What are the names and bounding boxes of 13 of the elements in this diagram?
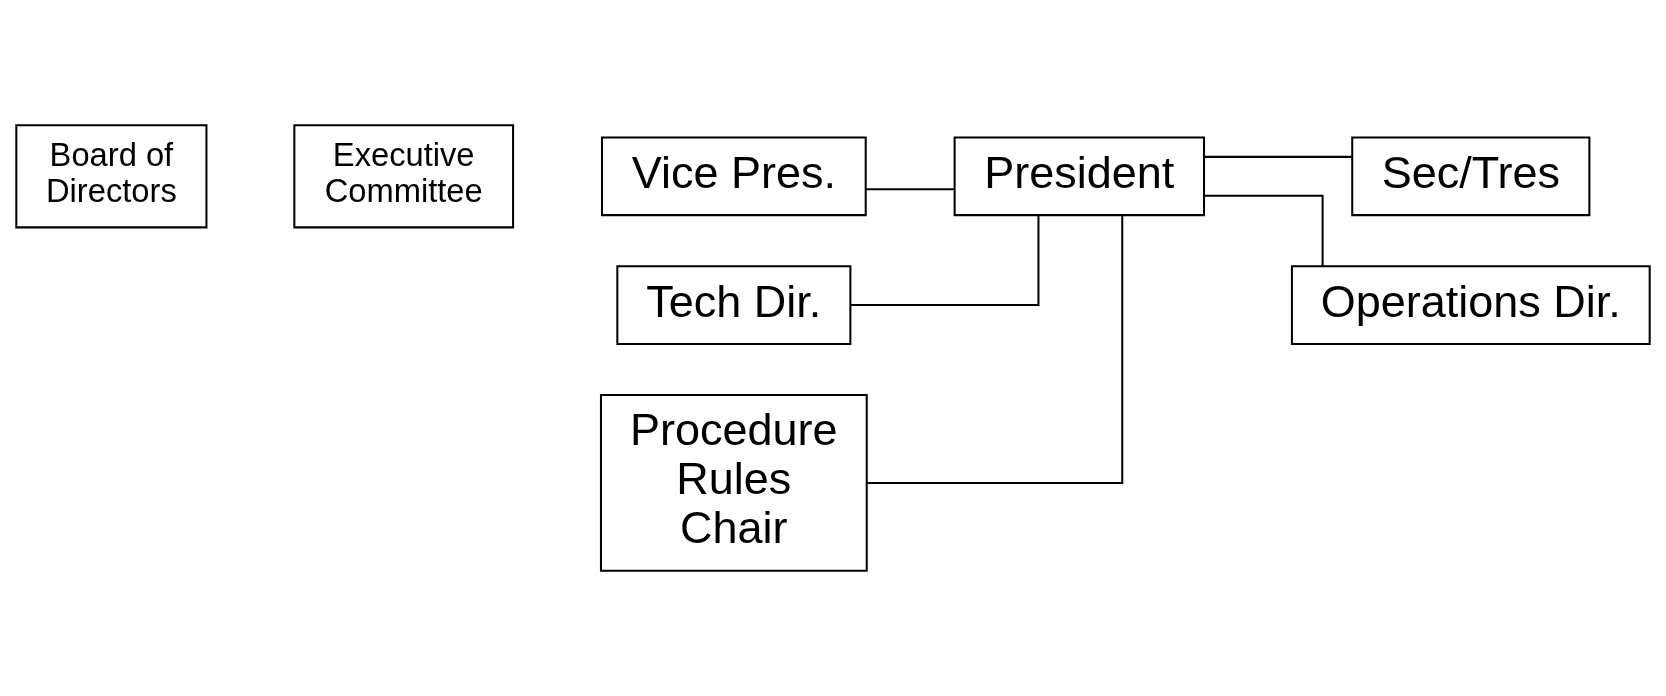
connector — [1204, 155, 1352, 158]
node-box: Vice Pres. — [601, 136, 867, 217]
connector — [865, 188, 955, 191]
node-box: President — [953, 136, 1206, 217]
node-box: Sec/Tres — [1351, 136, 1591, 217]
node-box: Executive Committee — [293, 124, 515, 229]
node-box: Operations Dir. — [1290, 265, 1651, 345]
connector — [867, 215, 1124, 484]
node-box: Procedure Rules Chair — [599, 394, 868, 572]
connector — [1204, 194, 1324, 267]
node-box: Board of Directors — [15, 124, 208, 229]
node-box: Tech Dir. — [616, 265, 852, 345]
connector — [850, 215, 1040, 307]
